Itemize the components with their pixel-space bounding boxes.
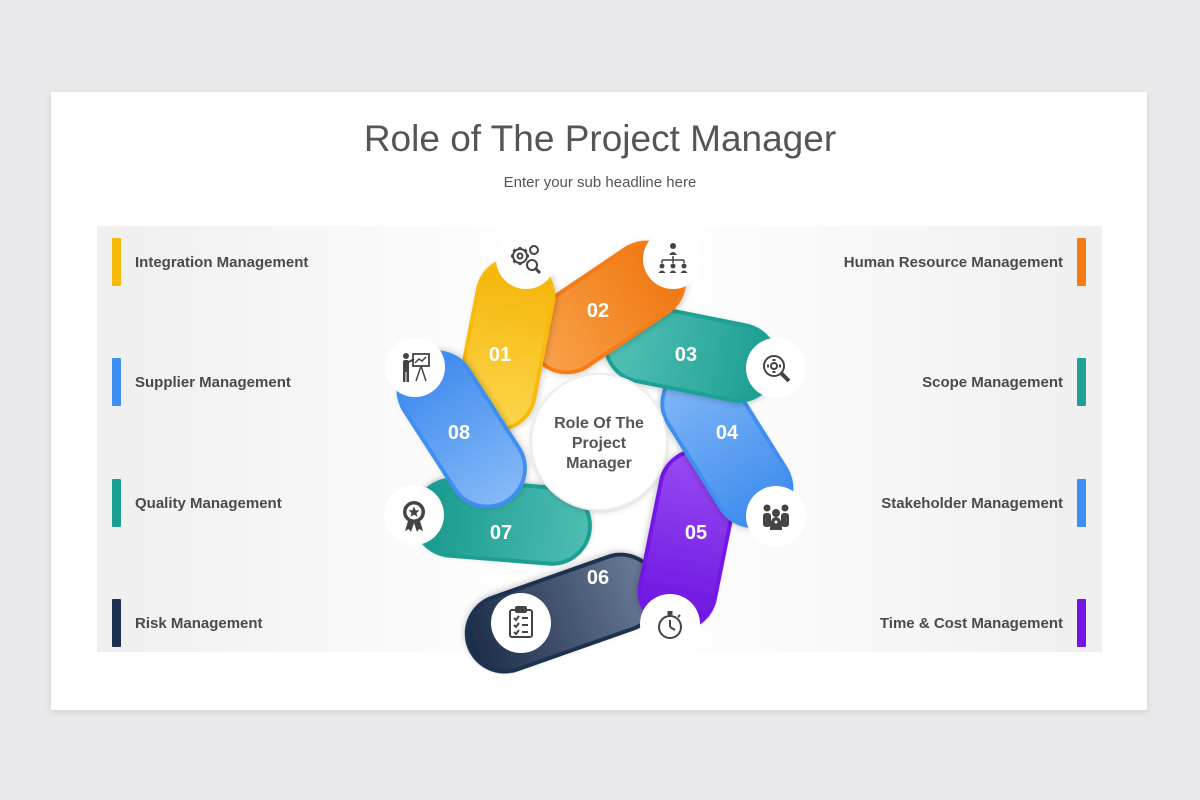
- label-text: Human Resource Management: [843, 253, 1063, 271]
- label-color-bar: [1077, 238, 1086, 286]
- step-number: 01: [489, 344, 511, 366]
- label-quality-management: Quality Management: [112, 479, 282, 527]
- slide-subtitle: Enter your sub headline here: [503, 174, 697, 191]
- center-text-line-1: Role Of The: [554, 415, 644, 432]
- step-number: 04: [716, 422, 739, 444]
- clipboard-checklist-icon: [509, 606, 533, 638]
- label-text: Time & Cost Management: [879, 614, 1063, 632]
- center-text-line-2: Project: [572, 435, 627, 452]
- label-color-bar: [112, 358, 121, 406]
- slide-title: Role of The Project Manager: [363, 118, 837, 159]
- step-06-capsule: [464, 552, 661, 674]
- icon-circle-08: [385, 337, 445, 397]
- center-text-line-3: Manager: [566, 455, 632, 472]
- label-text: Quality Management: [135, 494, 282, 512]
- label-time-cost-management: Time & Cost Management: [880, 599, 1086, 647]
- label-supplier-management: Supplier Management: [112, 358, 291, 406]
- label-stakeholder-management: Stakeholder Management: [881, 479, 1086, 527]
- stopwatch-icon: [658, 611, 682, 639]
- step-number: 05: [685, 522, 707, 544]
- step-number: 06: [587, 567, 609, 589]
- label-text: Risk Management: [135, 614, 263, 632]
- gear-magnifier-icon: [763, 355, 791, 383]
- label-color-bar: [112, 238, 121, 286]
- step-number: 07: [490, 522, 512, 544]
- team-icon: [763, 504, 789, 530]
- label-risk-management: Risk Management: [112, 599, 263, 647]
- org-chart-icon: [658, 243, 688, 273]
- label-color-bar: [1077, 599, 1086, 647]
- presentation-icon: [403, 353, 430, 382]
- label-human-resource-management: Human Resource Management: [844, 238, 1086, 286]
- label-integration-management: Integration Management: [112, 238, 308, 286]
- center-circle: [531, 374, 667, 510]
- label-scope-management: Scope Management: [922, 358, 1086, 406]
- icon-circle-06: [491, 593, 551, 653]
- award-badge-icon: [403, 501, 425, 532]
- gears-search-icon: [511, 245, 542, 275]
- label-color-bar: [1077, 479, 1086, 527]
- label-color-bar: [1077, 358, 1086, 406]
- step-number: 02: [587, 300, 609, 322]
- label-color-bar: [112, 479, 121, 527]
- label-text: Integration Management: [135, 253, 309, 271]
- label-text: Stakeholder Management: [881, 494, 1063, 512]
- step-number: 08: [448, 422, 470, 444]
- label-text: Scope Management: [922, 373, 1063, 391]
- label-text: Supplier Management: [135, 373, 291, 391]
- label-color-bar: [112, 599, 121, 647]
- step-number: 03: [675, 344, 697, 366]
